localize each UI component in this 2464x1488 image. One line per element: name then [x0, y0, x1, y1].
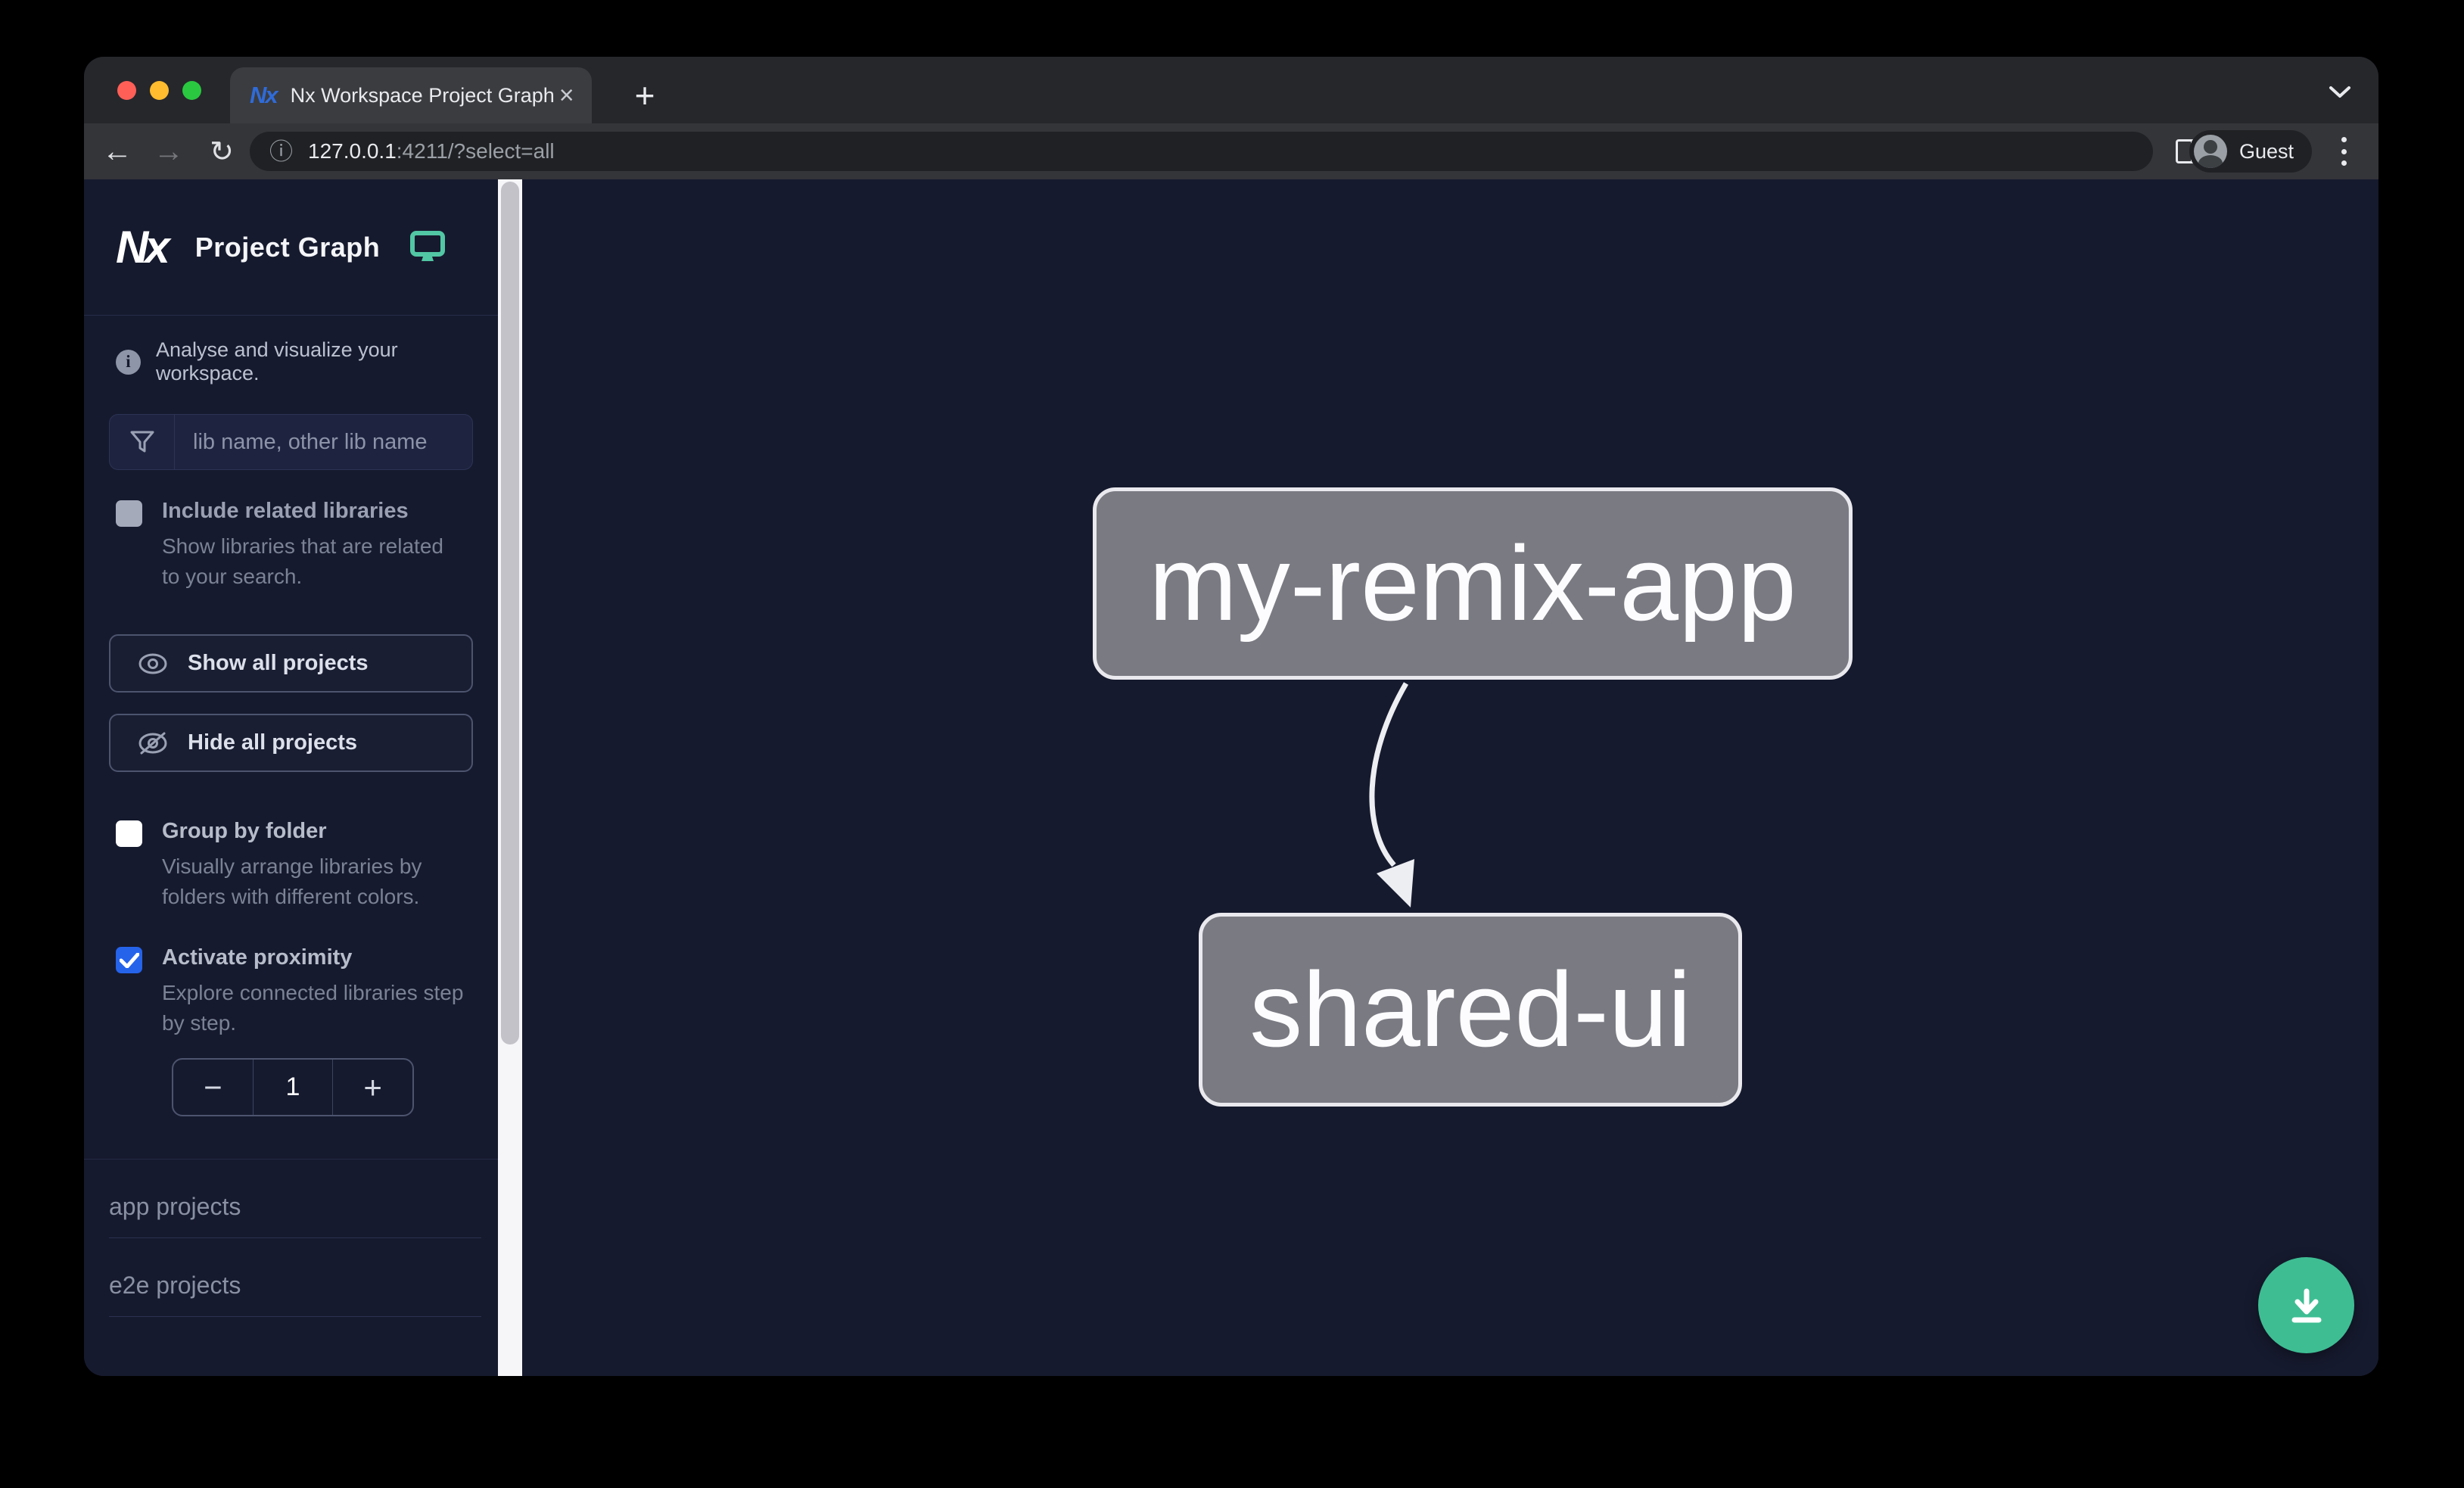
graph-edge	[1369, 682, 1414, 907]
show-all-projects-label: Show all projects	[188, 651, 369, 675]
browser-window: Nx Nx Workspace Project Graph × + ← → ↻ …	[84, 57, 2378, 1376]
page-content: Nx Project Graph i Analyse and visualize…	[84, 179, 2378, 1376]
filter-box	[109, 414, 473, 470]
node-label: shared-ui	[1249, 950, 1691, 1069]
zoom-window-button[interactable]	[182, 81, 201, 100]
include-related-toggle: Include related libraries Show libraries…	[84, 499, 498, 592]
section-label[interactable]: app projects	[109, 1193, 241, 1220]
graph-node[interactable]: shared-ui	[1199, 913, 1742, 1107]
active-tab[interactable]: Nx Nx Workspace Project Graph ×	[230, 67, 592, 123]
decrement-button[interactable]: −	[204, 1069, 222, 1105]
address-bar[interactable]: ⓘ 127.0.0.1:4211/?select=all	[250, 132, 2153, 171]
tagline-row: i Analyse and visualize your workspace.	[84, 316, 498, 390]
tab-strip: Nx Nx Workspace Project Graph × +	[84, 57, 2378, 123]
show-all-projects-button[interactable]: Show all projects	[109, 634, 473, 693]
sidebar-scrollbar[interactable]	[498, 179, 522, 1376]
browser-toolbar: ← → ↻ ⓘ 127.0.0.1:4211/?select=all Guest	[84, 123, 2378, 179]
reload-button[interactable]: ↻	[210, 135, 234, 168]
eye-icon	[138, 653, 167, 674]
activate-proximity-toggle: Activate proximity Explore connected lib…	[84, 945, 498, 1038]
graph-node[interactable]: my-remix-app	[1093, 487, 1853, 680]
sidebar: Nx Project Graph i Analyse and visualize…	[84, 179, 498, 1376]
proximity-depth-stepper: − 1 +	[172, 1058, 414, 1116]
eye-slash-icon	[138, 732, 167, 754]
browser-menu-icon[interactable]	[2335, 135, 2353, 167]
hide-all-projects-label: Hide all projects	[188, 730, 358, 755]
monitor-theme-icon[interactable]	[410, 230, 446, 264]
filter-input[interactable]	[175, 429, 472, 455]
url-text: 127.0.0.1:4211/?select=all	[308, 139, 555, 163]
activate-proximity-label: Activate proximity	[162, 945, 353, 970]
traffic-lights	[117, 81, 201, 100]
activate-proximity-checkbox[interactable]	[116, 947, 142, 973]
forward-button[interactable]: →	[154, 134, 184, 168]
tagline-text: Analyse and visualize your workspace.	[156, 338, 398, 384]
download-graph-button[interactable]	[2258, 1257, 2354, 1353]
tab-title: Nx Workspace Project Graph	[290, 83, 555, 107]
funnel-icon	[110, 415, 175, 469]
new-tab-button[interactable]: +	[634, 76, 655, 115]
minimize-window-button[interactable]	[150, 81, 169, 100]
activate-proximity-description: Explore connected libraries step by step…	[162, 981, 464, 1035]
include-related-checkbox[interactable]	[116, 500, 142, 527]
profile-name: Guest	[2238, 139, 2294, 163]
avatar-icon	[2193, 135, 2227, 168]
nx-logo: Nx	[116, 222, 170, 272]
group-by-folder-label: Group by folder	[162, 819, 327, 843]
project-section-app: app projects	[109, 1160, 498, 1238]
include-related-description: Show libraries that are related to your …	[162, 534, 443, 588]
download-icon	[2291, 1288, 2321, 1322]
scrollbar-thumb[interactable]	[501, 182, 519, 1044]
group-by-folder-checkbox[interactable]	[116, 820, 142, 847]
profile-button[interactable]: Guest	[2189, 130, 2312, 173]
increment-button[interactable]: +	[332, 1060, 412, 1115]
back-button[interactable]: ←	[102, 134, 132, 168]
tab-search-chevron-icon[interactable]	[2327, 79, 2353, 105]
graph-canvas[interactable]: my-remix-app shared-ui	[522, 179, 2378, 1376]
section-label[interactable]: e2e projects	[109, 1272, 241, 1299]
group-by-folder-description: Visually arrange libraries by folders wi…	[162, 855, 422, 908]
sidebar-divider	[84, 1159, 498, 1160]
tab-close-icon[interactable]: ×	[558, 81, 574, 110]
hide-all-projects-button[interactable]: Hide all projects	[109, 714, 473, 772]
site-info-icon[interactable]: ⓘ	[269, 138, 293, 165]
include-related-label: Include related libraries	[162, 499, 409, 523]
node-label: my-remix-app	[1149, 524, 1797, 643]
sidebar-header: Nx Project Graph	[84, 179, 498, 316]
nx-favicon-icon: Nx	[250, 82, 278, 108]
group-by-folder-toggle: Group by folder Visually arrange librari…	[84, 819, 498, 912]
project-section-e2e: e2e projects	[109, 1238, 498, 1317]
info-icon: i	[116, 349, 141, 375]
close-window-button[interactable]	[117, 81, 136, 100]
depth-value: 1	[252, 1060, 333, 1115]
page-title: Project Graph	[194, 231, 381, 263]
